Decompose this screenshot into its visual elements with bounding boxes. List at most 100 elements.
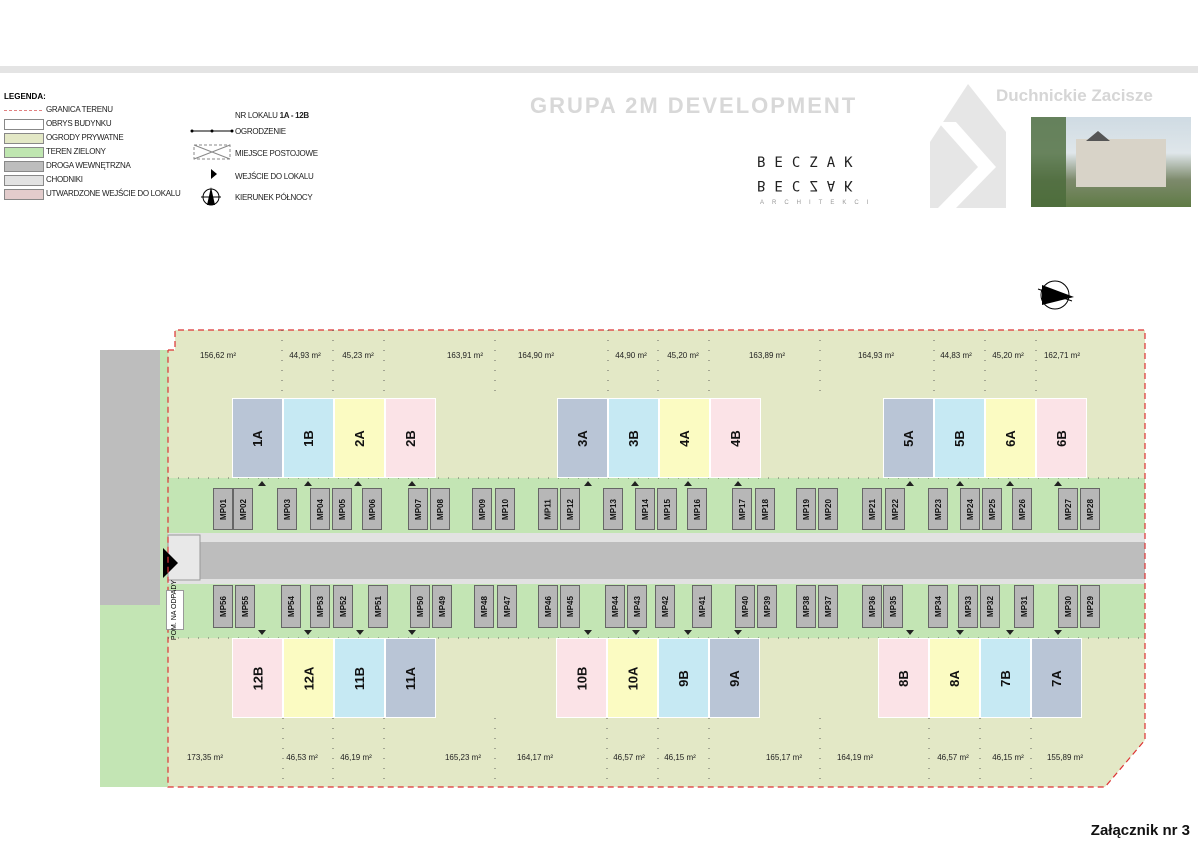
parking-label: MP45 — [565, 596, 575, 617]
parking-label: MP39 — [762, 596, 772, 617]
top-divider — [0, 66, 1198, 73]
parking-space: MP39 — [757, 585, 777, 628]
parking-space: MP35 — [883, 585, 903, 628]
parking-label: MP44 — [610, 596, 620, 617]
plot-area: 163,89 m² — [748, 351, 786, 360]
parking-space: MP26 — [1012, 488, 1032, 530]
entrance-arrow-icon — [906, 630, 914, 635]
parking-label: MP52 — [338, 596, 348, 617]
plot-area: 46,53 m² — [286, 753, 318, 762]
parking-space: MP19 — [796, 488, 816, 530]
plot-area: 165,23 m² — [444, 753, 482, 762]
entrance-arrow-icon — [956, 481, 964, 486]
plot-area: 164,93 m² — [857, 351, 895, 360]
parking-space: MP54 — [281, 585, 301, 628]
parking-label: MP31 — [1019, 596, 1029, 617]
unit-label: 10B — [573, 666, 589, 690]
parking-space: MP52 — [333, 585, 353, 628]
parking-label: MP42 — [660, 596, 670, 617]
parking-label: MP43 — [632, 596, 642, 617]
parking-space: MP15 — [657, 488, 677, 530]
entrance-arrow-icon — [1006, 481, 1014, 486]
parking-space: MP48 — [474, 585, 494, 628]
legend-symbols — [190, 129, 234, 206]
parking-space: MP13 — [603, 488, 623, 530]
internal-road — [200, 542, 1145, 579]
plot-area: 46,57 m² — [937, 753, 969, 762]
plot-area: 165,17 m² — [765, 753, 803, 762]
unit-label: 8A — [947, 669, 962, 687]
parking-space: MP10 — [495, 488, 515, 530]
plot-area: 163,91 m² — [446, 351, 484, 360]
parking-space: MP56 — [213, 585, 233, 628]
parking-label: MP26 — [1017, 498, 1027, 520]
parking-label: MP16 — [692, 498, 702, 520]
parking-label: MP41 — [697, 596, 707, 617]
legend-swatch — [4, 133, 44, 144]
boundary-swatch — [4, 110, 42, 111]
parking-label: MP13 — [608, 498, 618, 520]
unit-label: 6B — [1054, 429, 1069, 447]
site-entrance-arrow-icon — [163, 548, 178, 578]
unit-9B: 9B — [658, 638, 709, 718]
legend-item-label: TEREN ZIELONY — [46, 147, 106, 156]
developer-logo: GRUPA 2M DEVELOPMENT — [530, 93, 858, 118]
parking-space: MP23 — [928, 488, 948, 530]
plot-area: 156,62 m² — [199, 351, 237, 360]
parking-space: MP32 — [980, 585, 1000, 628]
parking-space: MP20 — [818, 488, 838, 530]
entrance-arrow-icon — [632, 630, 640, 635]
parking-space: MP53 — [310, 585, 330, 628]
parking-label: MP50 — [415, 596, 425, 617]
unit-4A: 4A — [659, 398, 710, 478]
entrance-arrow-icon — [584, 630, 592, 635]
legend-item-label: GRANICA TERENU — [46, 105, 113, 114]
legend-entrance: WEJŚCIE DO LOKALU — [235, 172, 314, 181]
parking-label: MP33 — [963, 596, 973, 617]
unit-label: 4B — [728, 429, 743, 447]
entrance-arrow-icon — [684, 630, 692, 635]
unit-11B: 11B — [334, 638, 385, 718]
unit-label: 2B — [403, 429, 418, 447]
legend-fence: OGRODZENIE — [235, 127, 286, 136]
entrance-arrow-icon — [584, 481, 592, 486]
parking-label: MP32 — [985, 596, 995, 617]
parking-label: MP04 — [315, 498, 325, 520]
parking-label: MP18 — [760, 498, 770, 520]
parking-space: MP02 — [233, 488, 253, 530]
parking-space: MP42 — [655, 585, 675, 628]
unit-12A: 12A — [283, 638, 334, 718]
parking-label: MP47 — [502, 596, 512, 617]
legend-swatch — [4, 119, 44, 130]
parking-label: MP21 — [867, 498, 877, 520]
parking-space: MP40 — [735, 585, 755, 628]
unit-label: 8B — [896, 669, 911, 687]
parking-space: MP43 — [627, 585, 647, 628]
parking-label: MP46 — [543, 596, 553, 617]
entrance-arrow-icon — [906, 481, 914, 486]
parking-label: MP09 — [477, 498, 487, 520]
parking-space: MP38 — [796, 585, 816, 628]
entrance-arrow-icon — [304, 630, 312, 635]
parking-space: MP41 — [692, 585, 712, 628]
fence-icon — [190, 129, 234, 133]
plot-area: 46,15 m² — [664, 753, 696, 762]
parking-label: MP30 — [1063, 596, 1073, 617]
parking-space: MP21 — [862, 488, 882, 530]
entrance-arrow-icon — [1054, 630, 1062, 635]
unit-label: 9A — [727, 669, 742, 687]
parking-space: MP50 — [410, 585, 430, 628]
parking-space: MP03 — [277, 488, 297, 530]
unit-3B: 3B — [608, 398, 659, 478]
parking-label: MP22 — [890, 498, 900, 520]
parking-label: MP12 — [565, 498, 575, 520]
unit-2B: 2B — [385, 398, 436, 478]
parking-label: MP17 — [737, 498, 747, 520]
unit-label: 5A — [901, 429, 916, 447]
parking-label: MP11 — [543, 498, 553, 520]
entrance-arrow-icon — [408, 481, 416, 486]
parking-label: MP01 — [218, 498, 228, 520]
parking-label: MP36 — [867, 596, 877, 617]
site-boundary — [167, 329, 1146, 788]
unit-2A: 2A — [334, 398, 385, 478]
